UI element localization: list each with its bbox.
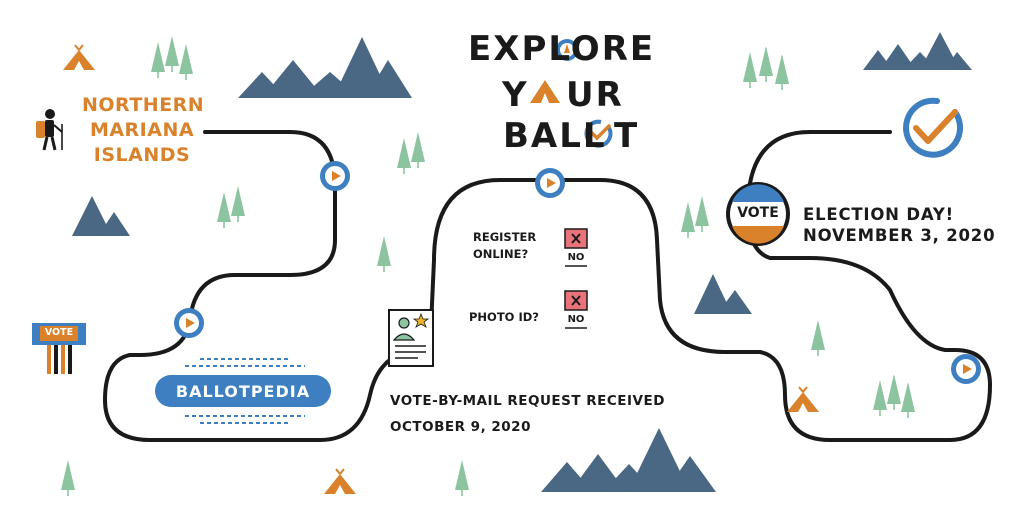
title-line-2-end: UR (566, 75, 624, 115)
check-circle-icon (903, 97, 964, 158)
title-accent-check-icon (584, 119, 613, 148)
photo-id-no-mark (564, 290, 588, 329)
tent-icon (323, 468, 357, 495)
register-online-label-line-1: REGISTER (473, 230, 537, 244)
hiker-icon (36, 109, 63, 151)
photo-id-value: NO (567, 314, 585, 325)
title-line-3-start: BALL (503, 116, 607, 156)
ballotpedia-logo-text: BALLOTPEDIA (175, 382, 311, 401)
compass-icon (951, 354, 981, 384)
title-line-3-end: T (614, 116, 640, 156)
mountain-range-top (238, 37, 412, 98)
compass-icon (535, 168, 565, 198)
vote-by-mail-date: OCTOBER 9, 2020 (390, 419, 531, 435)
tent-icon (62, 44, 96, 71)
mountain-range-bottom (541, 428, 716, 492)
election-day-date: NOVEMBER 3, 2020 (803, 226, 996, 245)
mountain-range-top-right (863, 32, 972, 70)
vote-badge-text: VOTE (737, 205, 779, 221)
title-accent-tent-icon (530, 80, 560, 103)
region-line-2: MARIANA (89, 119, 195, 141)
vote-signpost-icon (32, 323, 86, 374)
compass-icon (320, 161, 350, 191)
vote-signpost-text: VOTE (44, 327, 74, 338)
tent-icon (786, 386, 820, 413)
mountain-left (72, 196, 130, 236)
vote-by-mail-label: VOTE-BY-MAIL REQUEST RECEIVED (390, 393, 665, 409)
photo-id-label: PHOTO ID? (469, 310, 539, 324)
title-line-2-start: Y (502, 75, 529, 115)
candidate-document-icon (388, 309, 434, 367)
ballotpedia-logo-shape (155, 358, 331, 424)
title-accent-compass-icon (556, 39, 578, 61)
register-no-mark (564, 228, 588, 267)
register-online-label-line-2: ONLINE? (473, 247, 529, 261)
compass-icon (174, 308, 204, 338)
title-line-1: EXPLORE (468, 29, 656, 69)
region-line-3: ISLANDS (93, 144, 191, 166)
vote-badge-icon (726, 182, 790, 246)
register-online-value: NO (567, 252, 585, 263)
election-day-label: ELECTION DAY! (803, 205, 954, 224)
region-line-1: NORTHERN (82, 94, 205, 116)
mountain-right (694, 274, 752, 314)
region-name: NORTHERN MARIANA ISLANDS (82, 93, 205, 168)
register-online-label: REGISTER ONLINE? (473, 229, 536, 263)
